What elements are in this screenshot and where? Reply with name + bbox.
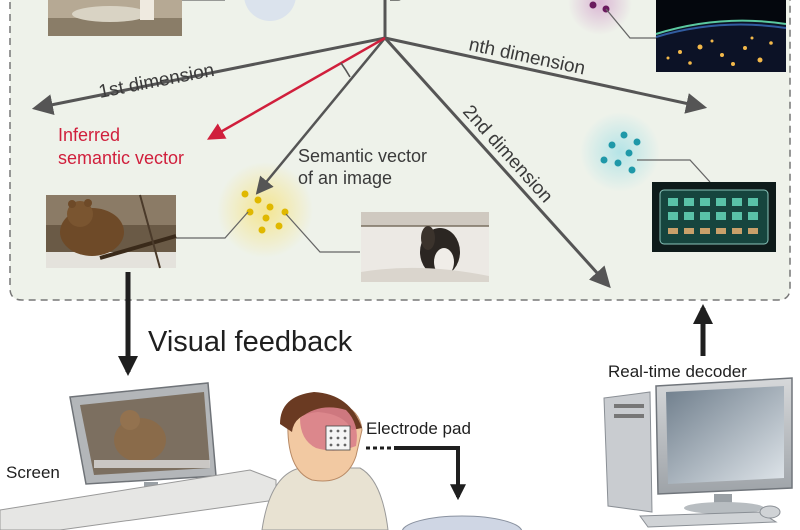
image-vector-arrow: [255, 37, 386, 195]
feedback-monitor: [69, 382, 217, 502]
vertical-axis-label: U: [387, 0, 407, 2]
person-with-electrodes: [261, 392, 389, 530]
image-vector-label-line2: of an image: [298, 168, 393, 188]
cooking-photo: [48, 0, 182, 36]
yellow-semantic-cluster: [241, 190, 289, 234]
bear-photo: [46, 194, 177, 269]
dog-in-snow-photo: [361, 212, 489, 282]
image-vector-label-line1: Semantic vector: [298, 146, 428, 166]
nth-dimension-axis: [384, 36, 708, 114]
first-dimension-axis: [31, 36, 386, 115]
electrode-pad-label: Electrode pad: [366, 419, 471, 438]
earth-leader-line: [605, 8, 656, 39]
circuit-board-photo: [652, 182, 776, 252]
angle-arc: [340, 62, 351, 78]
amplifier-device: [401, 515, 523, 530]
second-dimension-axis: [383, 36, 611, 289]
inferred-label-line2: semantic vector: [58, 148, 185, 168]
circuit-leader-line: [637, 159, 711, 183]
dog-leader-line: [285, 213, 360, 253]
inferred-vector-label: Inferred semantic vector: [58, 124, 184, 170]
earth-at-night-photo: [655, 0, 787, 73]
teal-cluster-glow: [580, 112, 660, 192]
visual-feedback-label: Visual feedback: [148, 326, 353, 358]
teal-semantic-cluster: [600, 131, 641, 174]
yellow-cluster-glow: [217, 162, 313, 258]
realtime-decoder-label: Real-time decoder: [608, 362, 747, 381]
electrode-signal-arrow: [394, 446, 466, 501]
image-vector-label: Semantic vector of an image: [298, 145, 427, 189]
inferred-vector-arrow: [206, 36, 386, 140]
bear-leader-line: [176, 211, 249, 239]
blue-cluster-glow: [244, 0, 296, 21]
purple-cluster-glow: [568, 0, 632, 35]
inferred-label-line1: Inferred: [58, 125, 121, 145]
screen-label: Screen: [6, 463, 60, 482]
decoder-computer: [603, 377, 793, 528]
